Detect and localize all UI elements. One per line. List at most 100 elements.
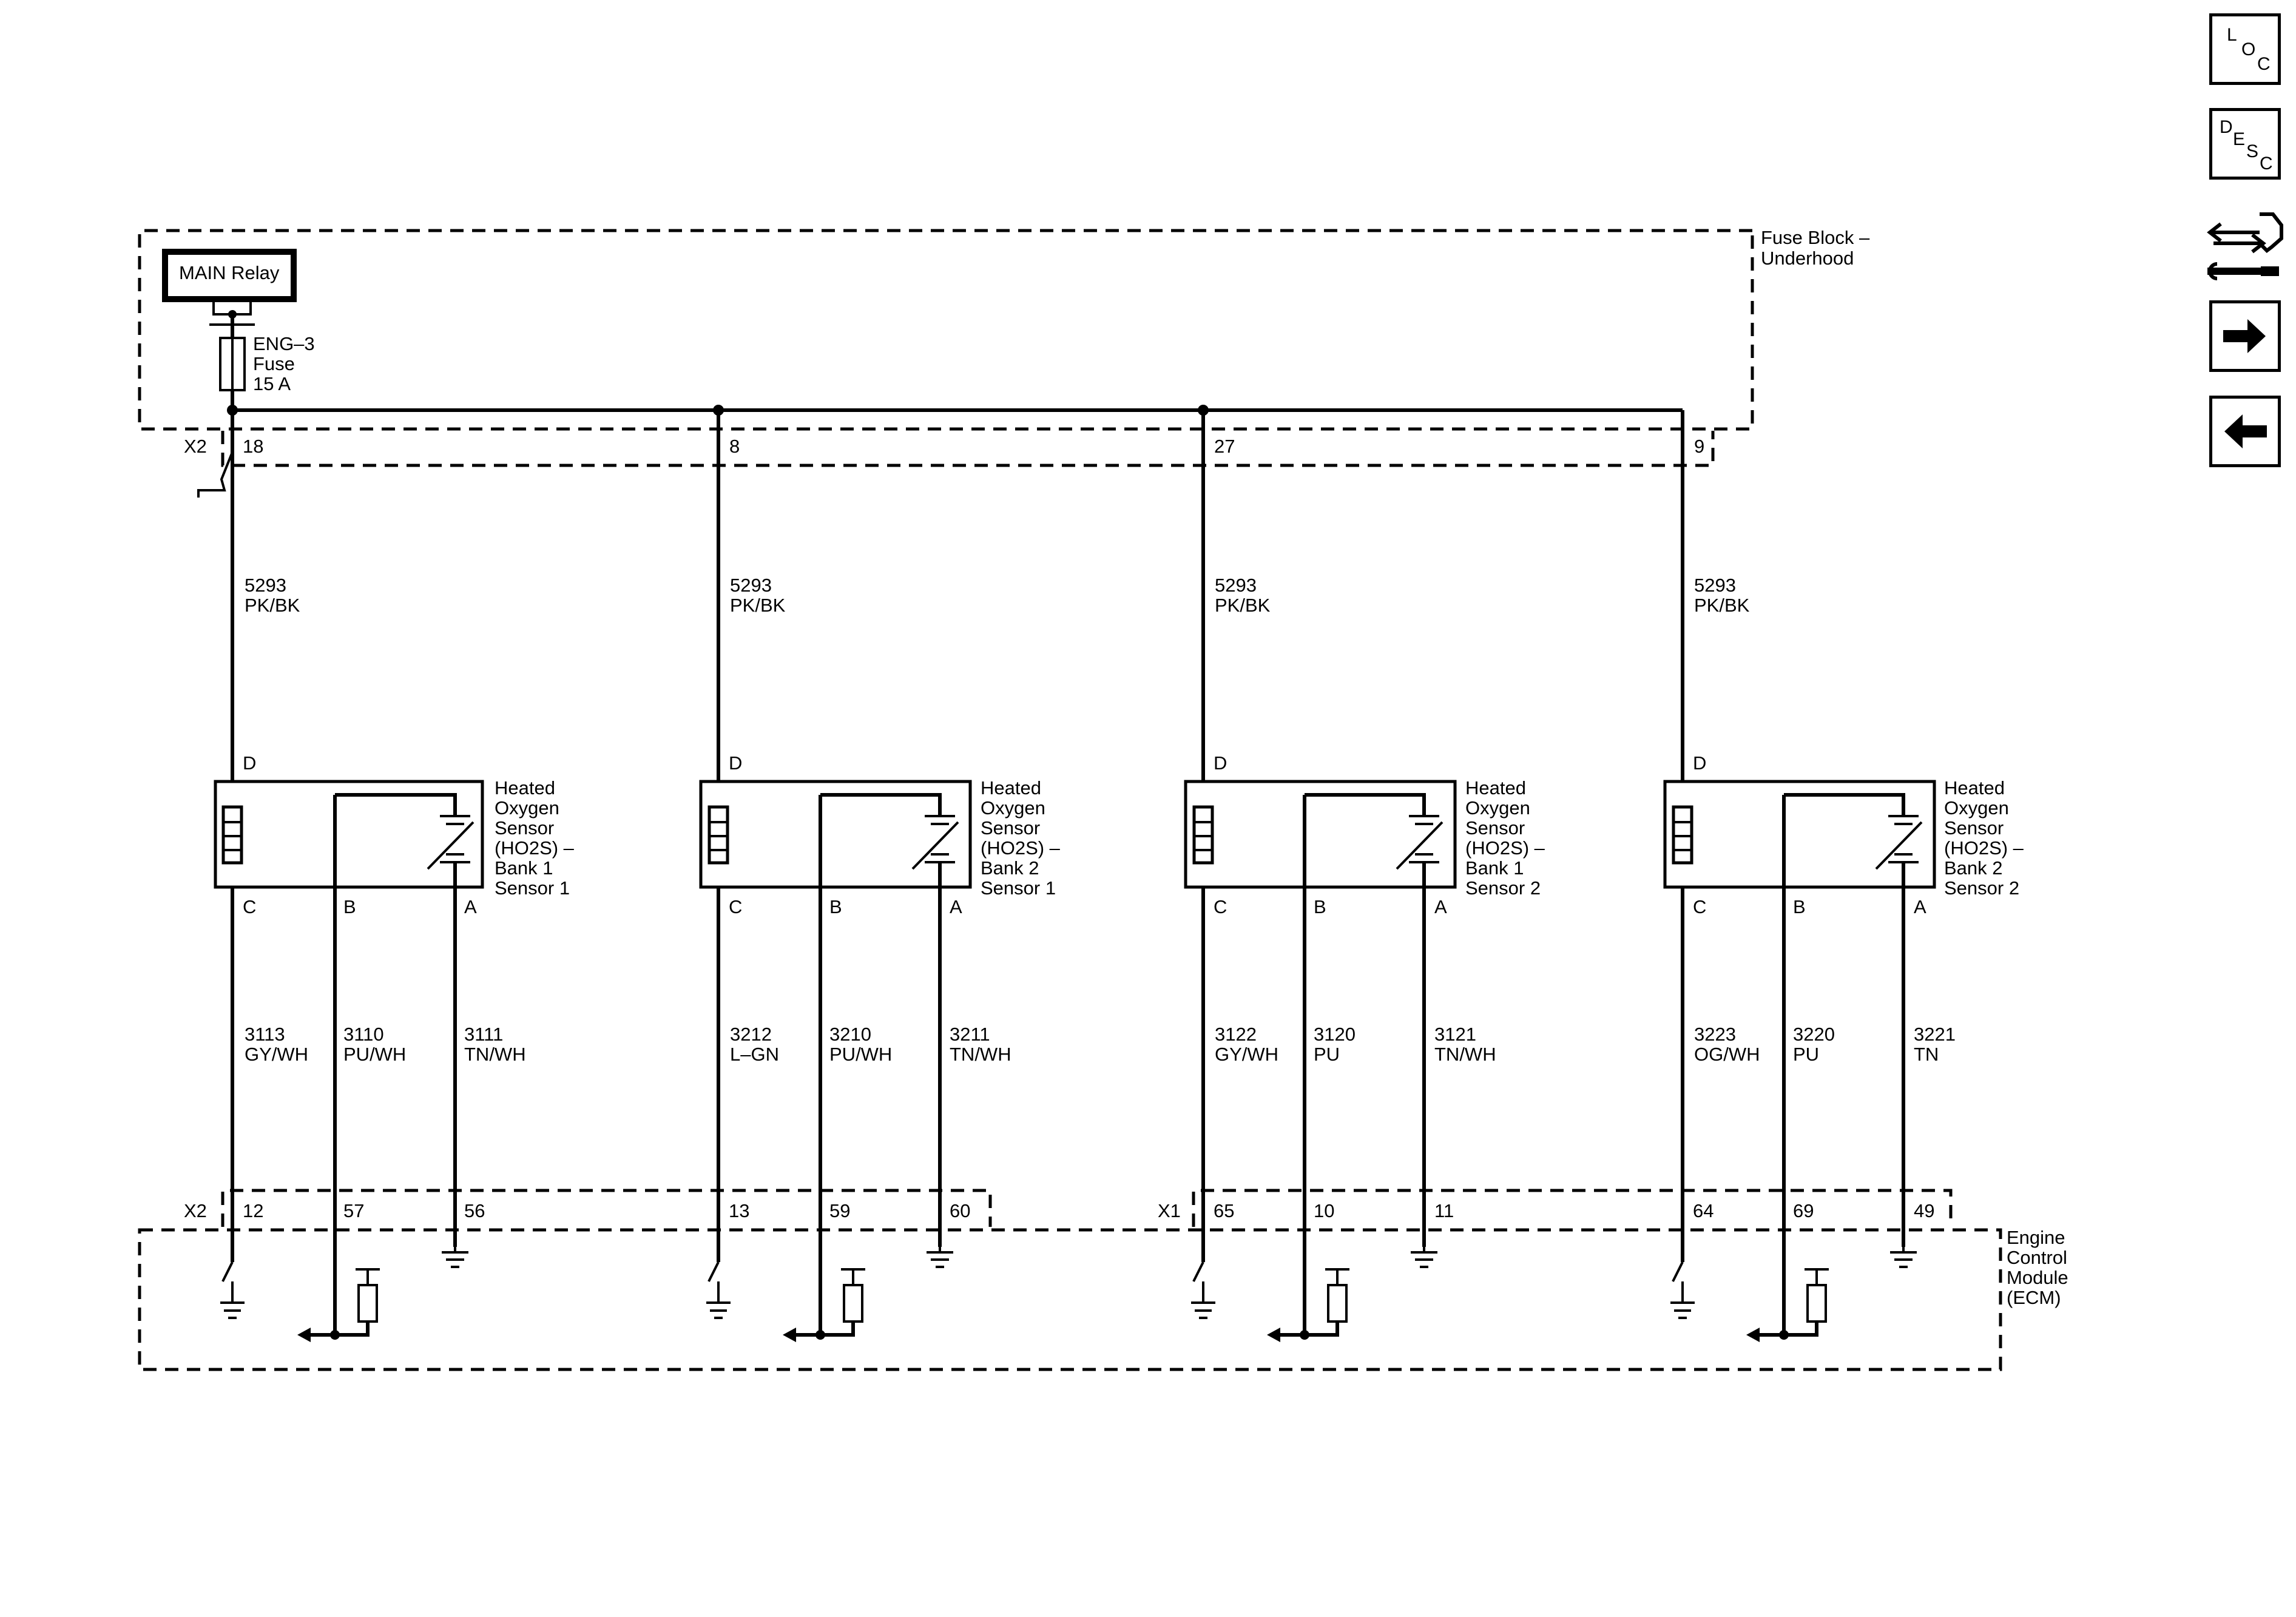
ecm-pin-56: 56: [464, 1200, 485, 1221]
ecm-pin-65: 65: [1214, 1200, 1234, 1221]
ground-icon: [220, 1301, 245, 1319]
sensor3-wire-b-color: PU: [1314, 1044, 1340, 1065]
sensor2-name-5: Bank 2: [981, 857, 1039, 879]
supply-circuit-2: 5293: [730, 575, 772, 596]
ecm-circuit-1: [220, 1247, 468, 1342]
arrow-left-icon: [297, 1328, 311, 1342]
fuse-pin-8: 8: [729, 436, 740, 457]
resistor-icon: [357, 1284, 378, 1323]
sensor4-name-3: Sensor: [1944, 817, 2004, 839]
sensor2-pin-d: D: [729, 752, 742, 774]
sensor2-name-4: (HO2S) –: [981, 837, 1061, 859]
ecm-pin-69: 69: [1793, 1200, 1814, 1221]
sensor1-pin-a: A: [464, 896, 477, 917]
sensor3-wire-c-color: GY/WH: [1215, 1044, 1278, 1065]
ecm-circuit-3: [1191, 1247, 1437, 1342]
sensor3-pin-d: D: [1214, 752, 1227, 774]
sensor1-pin-d: D: [243, 752, 256, 774]
sensor1-pin-b: B: [343, 896, 356, 917]
sensor2-wire-c-circuit: 3212: [730, 1024, 772, 1045]
sensor1-name-2: Oxygen: [495, 797, 559, 819]
ecm-title-4: (ECM): [2007, 1287, 2061, 1308]
arrow-left-icon: [783, 1328, 796, 1342]
loc-button[interactable]: L O C: [2209, 13, 2281, 85]
fuse-block-connector-x2: X2 18 8 27 9: [184, 431, 1715, 498]
sensor4-pin-b: B: [1793, 896, 1806, 917]
ho2s-bank2-sensor1: D Heated Oxygen Sensor (HO2S) – Bank 2 S…: [699, 752, 1061, 1335]
ground-icon: [1670, 1301, 1695, 1319]
loc-letter-l: L: [2227, 25, 2237, 45]
sensor2-wire-a-color: TN/WH: [950, 1044, 1011, 1065]
sensor1-name-1: Heated: [495, 777, 555, 798]
previous-button[interactable]: [2209, 396, 2281, 467]
sensor3-pin-b: B: [1314, 896, 1326, 917]
sensor4-wire-c-color: OG/WH: [1694, 1044, 1760, 1065]
supply-circuit-1: 5293: [245, 575, 286, 596]
sensor2-wire-a-circuit: 3211: [950, 1024, 990, 1045]
main-relay-label: MAIN Relay: [179, 262, 280, 283]
desc-letter-c: C: [2260, 154, 2273, 174]
sensor4-pin-d: D: [1693, 752, 1706, 774]
sensor3-name-5: Bank 1: [1465, 857, 1524, 879]
fuse-block-title-1: Fuse Block –: [1761, 227, 1870, 248]
supply-color-3: PK/BK: [1215, 595, 1271, 616]
sensor2-wire-b-color: PU/WH: [829, 1044, 892, 1065]
fuse-pin-18: 18: [243, 436, 263, 457]
ground-icon: [1411, 1247, 1437, 1268]
sensor3-name-4: (HO2S) –: [1465, 837, 1545, 859]
ecm-circuit-2: [706, 1247, 953, 1342]
ground-icon: [927, 1247, 953, 1268]
resistor-icon: [843, 1284, 863, 1323]
ecm-pin-12: 12: [243, 1200, 263, 1221]
ho2s-bank1-sensor1: D Heated Oxygen Sensor (HO2S) – Bank 1 S…: [214, 752, 575, 1335]
ecm-pin-10: 10: [1314, 1200, 1334, 1221]
connector-tool-icon: [2207, 212, 2283, 280]
ecm-connector-x2: X2: [184, 1200, 207, 1221]
fuse-pin-27: 27: [1214, 436, 1235, 457]
ecm-pin-11: 11: [1434, 1200, 1454, 1221]
ecm-pin-57: 57: [343, 1200, 364, 1221]
desc-button[interactable]: D E S C: [2209, 108, 2281, 180]
resistor-icon: [1806, 1284, 1827, 1323]
ground-icon: [706, 1301, 731, 1319]
sensor2-name-1: Heated: [981, 777, 1041, 798]
desc-letter-e: E: [2233, 129, 2246, 149]
fuse-word: Fuse: [253, 353, 295, 374]
ecm-pin-60: 60: [950, 1200, 970, 1221]
sensor3-name-1: Heated: [1465, 777, 1526, 798]
sensor4-pin-c: C: [1693, 896, 1706, 917]
loc-letter-o: O: [2241, 39, 2256, 59]
sensor2-name-3: Sensor: [981, 817, 1040, 839]
ecm-connector-x1: X1: [1158, 1200, 1181, 1221]
ecm-module: Engine Control Module (ECM): [138, 1227, 2068, 1371]
sensor1-name-3: Sensor: [495, 817, 554, 839]
sensor1-wire-c-circuit: 3113: [245, 1024, 285, 1045]
arrow-left-icon: [1746, 1328, 1760, 1342]
arrow-right-icon: [2223, 319, 2266, 353]
ground-icon: [442, 1247, 468, 1268]
sensor1-wire-b-circuit: 3110: [343, 1024, 384, 1045]
ecm-title-3: Module: [2007, 1267, 2068, 1288]
fuse-connector-label: X2: [184, 436, 207, 457]
arrow-left-icon: [1267, 1328, 1280, 1342]
next-button[interactable]: [2209, 300, 2281, 372]
ecm-circuit-4: [1670, 1247, 1917, 1342]
sensor1-name-6: Sensor 1: [495, 877, 570, 899]
desc-letter-s: S: [2246, 141, 2259, 161]
sensor3-name-2: Oxygen: [1465, 797, 1530, 819]
sensor4-wire-a-color: TN: [1914, 1044, 1939, 1065]
sensor4-name-5: Bank 2: [1944, 857, 2003, 879]
supply-color-4: PK/BK: [1694, 595, 1750, 616]
supply-circuit-4: 5293: [1694, 575, 1736, 596]
fuse-pin-9: 9: [1694, 436, 1704, 457]
ground-icon: [1191, 1301, 1215, 1319]
resistor-icon: [1327, 1284, 1348, 1323]
connector-tool-button[interactable]: [2206, 203, 2286, 282]
sensor2-wire-b-circuit: 3210: [829, 1024, 871, 1045]
sensor2-pin-c: C: [729, 896, 742, 917]
sensor1-wire-a-color: TN/WH: [464, 1044, 526, 1065]
ecm-title-1: Engine: [2007, 1227, 2065, 1248]
ecm-connectors: X2 X1 12 57 56 13 59 60 65 10 11 64 69 4…: [184, 1189, 1953, 1227]
supply-circuit-3: 5293: [1215, 575, 1257, 596]
